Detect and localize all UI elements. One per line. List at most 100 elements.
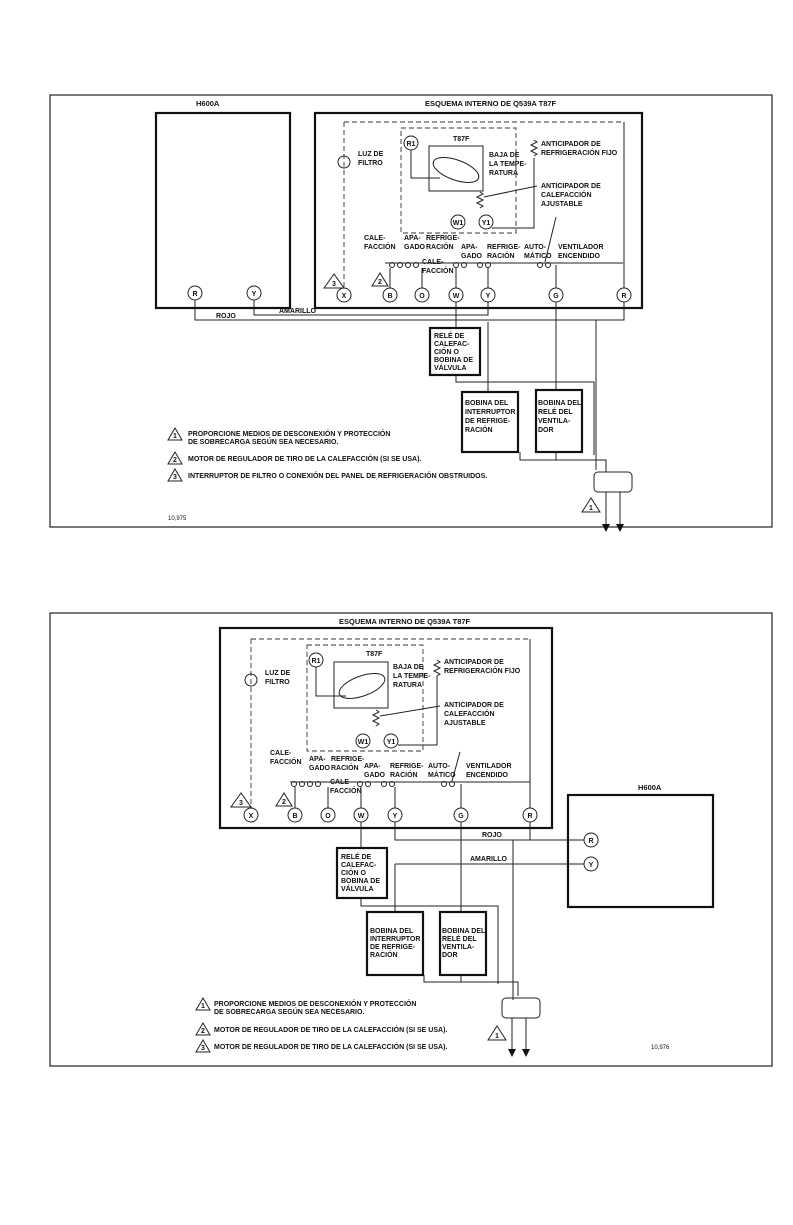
switch-bus-2 (290, 751, 530, 783)
coil2-int-4: RACIÓN (370, 950, 398, 959)
h600a-box (154, 111, 292, 310)
sw-vent-2: ENCENDIDO (558, 253, 601, 260)
relay2-3: CIÓN O (341, 868, 366, 877)
terminal-w1 (450, 214, 466, 230)
power-arrow-right-icon (616, 524, 624, 532)
coil-int-3: DE REFRIGE- (465, 418, 511, 425)
t87f-label: T87F (453, 136, 470, 143)
wire-rojo-2-label: ROJO (482, 832, 502, 839)
sw-calef-2: FACCIÓN (364, 242, 396, 251)
diagram-1-frame (49, 94, 773, 528)
note2-3-line: MOTOR DE REGULADOR DE TIRO DE LA CALEFAC… (214, 1042, 447, 1051)
dashed-boundary-2 (250, 638, 530, 806)
sw-calef-1: CALE- (364, 235, 386, 242)
sw2-apagado-1: APA- (309, 756, 326, 763)
heating-relay-box-2 (335, 846, 389, 900)
diagram-2-frame (49, 612, 773, 1067)
sw-auto-2: MÁTICO (524, 251, 552, 260)
diagram-1: H600A R Y ESQUEMA INTERNO DE Q539A T87F … (49, 94, 773, 532)
bimetal-frame-2 (333, 661, 389, 709)
sw-apagado-1: APA- (404, 235, 421, 242)
power-arrow-right-icon-2 (522, 1049, 530, 1057)
svg-text:G: G (553, 293, 559, 300)
coil-fan-3: VENTILA- (538, 418, 571, 425)
relay-1: RELÉ DE (434, 331, 465, 340)
note2-1-num: 1 (201, 1003, 205, 1010)
coil-int-2: INTERRUPTOR (465, 409, 515, 416)
dashed-boundary (343, 121, 623, 290)
bimetal-frame (428, 145, 484, 192)
h600a-terminal-y-label: Y (252, 291, 257, 298)
marker2-1-text: 1 (495, 1033, 499, 1040)
note-3-num: 3 (173, 474, 177, 481)
cooling-contactor-box-2 (365, 910, 425, 977)
anticip-calef-2-2: CALEFACCIÓN (444, 709, 495, 718)
mercury-bulb-icon (432, 157, 480, 183)
filter-light-icon-2 (244, 673, 258, 687)
luz-filtro-2: FILTRO (358, 160, 383, 167)
note-1-line-1: PROPORCIONE MEDIOS DE DESCONEXIÓN Y PROT… (188, 429, 390, 438)
note-1-icon (167, 427, 183, 441)
relay-4: BOBINA DE (434, 357, 473, 364)
mercury-bulb-icon-2 (338, 673, 386, 699)
terminal-w1-label: W1 (453, 220, 464, 227)
power-arrow-left-icon-2 (508, 1049, 516, 1057)
sw2-refrig2-2: RACIÓN (390, 770, 418, 779)
note-1-line-2: DE SOBRECARGA SEGÚN SEA NECESARIO. (188, 437, 338, 446)
note2-1-line-1: PROPORCIONE MEDIOS DE DESCONEXIÓN Y PROT… (214, 999, 416, 1008)
baja-temp-2-3: RATURA (393, 682, 422, 689)
relay-3: CIÓN O (434, 347, 459, 356)
svg-text:R: R (621, 293, 626, 300)
terminal-leads (389, 122, 625, 288)
heating-relay-box (428, 326, 482, 377)
note-2-num: 2 (173, 457, 177, 464)
sw-refrig2-1: REFRIGE- (487, 244, 521, 251)
sw2-apagado2-2: GADO (364, 772, 386, 779)
note2-2-num: 2 (201, 1028, 205, 1035)
transformer-icon (593, 471, 633, 493)
sw-calef2-2: FACCIÓN (422, 266, 454, 275)
relay2-5: VÁLVULA (341, 884, 374, 893)
schema-box-2 (218, 626, 554, 830)
anticip-calef-1: ANTICIPADOR DE (541, 183, 601, 190)
coil-int-1: BOBINA DEL (465, 400, 509, 407)
coil-fan-2: RELÉ DEL (538, 407, 573, 416)
power-leads (605, 492, 621, 527)
coil2-int-3: DE REFRIGE- (370, 944, 416, 951)
coil2-fan-1: BOBINA DEL (442, 928, 486, 935)
note-1-marker-icon-2 (487, 1025, 507, 1041)
h600a-terminal-r-2-label: R (588, 838, 593, 845)
fan-relay-box (534, 388, 584, 454)
sw2-apagado2-1: APA- (364, 763, 381, 770)
figure-number-1: 10,975 (168, 516, 187, 522)
sw-refrig-2: RACIÓN (426, 242, 454, 251)
coil2-fan-4: DOR (442, 952, 458, 959)
wire-rojo (194, 300, 625, 321)
sw2-vent-1: VENTILADOR (466, 763, 512, 770)
schema-terminals-2: X B O W Y G R (243, 807, 538, 823)
sw2-calef-2: FACCIÓN (270, 757, 302, 766)
anticip-refrig-2-2: REFRIGERACIÓN FIJO (444, 666, 521, 675)
note2-1-icon (195, 997, 211, 1011)
anticip-calef-2-3: AJUSTABLE (444, 720, 486, 727)
sw2-vent-2: ENCENDIDO (466, 772, 509, 779)
coil2-fan-3: VENTILA- (442, 944, 475, 951)
svg-text:Y: Y (486, 293, 491, 300)
switch-contacts (389, 262, 551, 268)
wire-rojo-2 (394, 822, 584, 841)
note-2-line: MOTOR DE REGULADOR DE TIRO DE LA CALEFAC… (188, 454, 421, 463)
note2-2-line: MOTOR DE REGULADOR DE TIRO DE LA CALEFAC… (214, 1025, 447, 1034)
wire-amarillo-2-label: AMARILLO (470, 856, 507, 863)
note-2-marker-icon-2 (275, 792, 293, 807)
terminal-y1-2-label: Y1 (387, 739, 396, 746)
note2-3-icon (195, 1039, 211, 1053)
terminal-y1-2 (383, 733, 399, 749)
svg-text:O: O (419, 293, 425, 300)
svg-text:B: B (387, 293, 392, 300)
wire-common-2 (360, 840, 519, 1000)
note2-2-icon (195, 1022, 211, 1036)
baja-temp-2-2: LA TEMPE- (393, 673, 431, 680)
figure-number-2: 10,976 (651, 1045, 670, 1051)
svg-text:G: G (458, 813, 464, 820)
